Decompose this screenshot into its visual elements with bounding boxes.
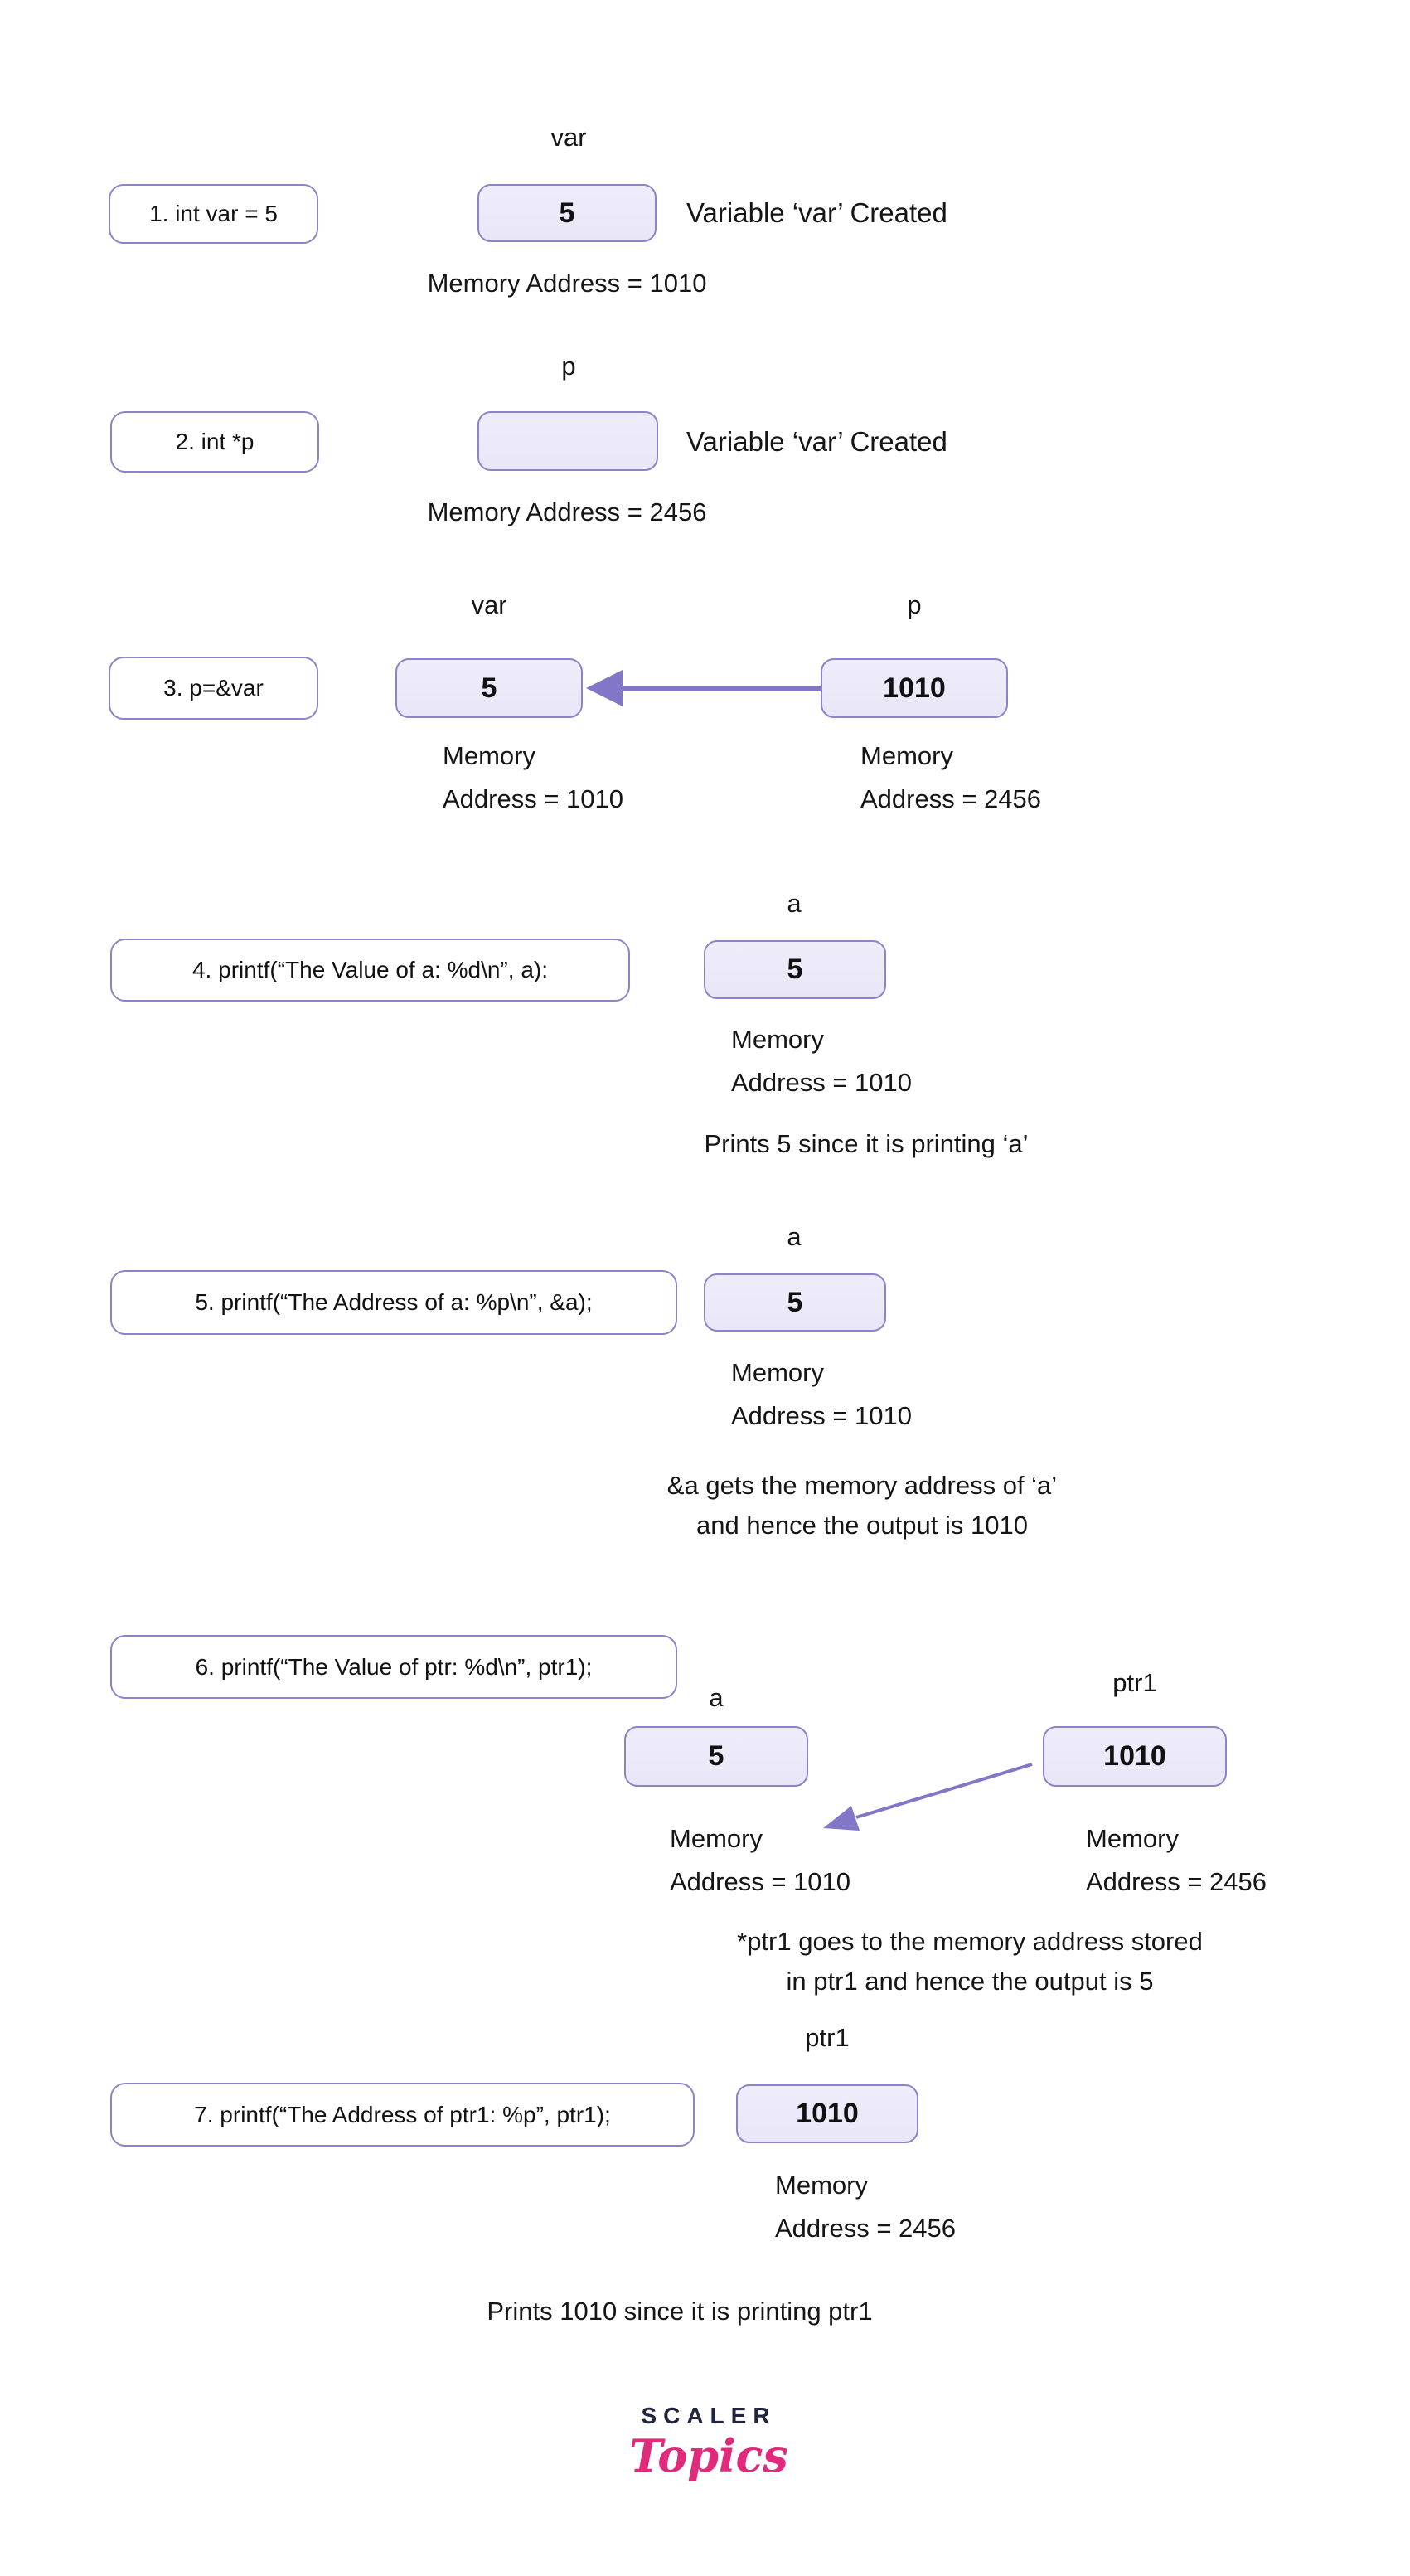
note-line2: in ptr1 and hence the output is 5 (786, 1967, 1154, 1996)
variable-label-p: p (561, 352, 576, 381)
explanation-note: Prints 1010 since it is printing ptr1 (487, 2297, 873, 2326)
memory-line2: Address = 1010 (731, 1068, 913, 1097)
code-box-step7: 7. printf(“The Address of ptr1: %p”, ptr… (110, 2083, 695, 2147)
code-box-step2: 2. int *p (110, 411, 319, 473)
memory-cell-var: 5 (477, 184, 657, 242)
memory-address-block: Memory Address = 1010 (731, 1018, 912, 1104)
memory-address-text: Memory Address = 1010 (427, 269, 707, 298)
variable-label-a: a (787, 889, 802, 918)
code-box-step1: 1. int var = 5 (109, 184, 318, 244)
memory-line2: Address = 1010 (443, 784, 624, 813)
memory-address-block: Memory Address = 2456 (860, 735, 1041, 821)
memory-line2: Address = 2456 (1086, 1867, 1267, 1896)
memory-address-block: Memory Address = 2456 (1086, 1817, 1267, 1904)
memory-cell-var: 5 (395, 658, 583, 718)
scaler-topics-logo: SCALER Topics (580, 2403, 837, 2482)
memory-cell-a: 5 (624, 1726, 808, 1787)
note-line1: *ptr1 goes to the memory address stored (737, 1927, 1203, 1956)
memory-address-block: Memory Address = 1010 (731, 1351, 912, 1438)
memory-line2: Address = 1010 (670, 1867, 851, 1896)
caption-var-created: Variable ‘var’ Created (686, 197, 947, 228)
code-box-step6: 6. printf(“The Value of ptr: %d\n”, ptr1… (110, 1635, 677, 1699)
logo-sub-text: Topics (629, 2429, 788, 2482)
memory-line1: Memory (443, 741, 535, 770)
arrow-left-icon (586, 670, 623, 706)
memory-cell-ptr1: 1010 (736, 2084, 918, 2143)
note-line2: and hence the output is 1010 (696, 1511, 1028, 1540)
variable-label-p: p (907, 590, 922, 619)
memory-line1: Memory (670, 1824, 763, 1853)
memory-address-block: Memory Address = 1010 (443, 735, 623, 821)
caption-var-created: Variable ‘var’ Created (686, 426, 947, 457)
explanation-note: Prints 5 since it is printing ‘a’ (704, 1129, 1029, 1158)
memory-line1: Memory (775, 2171, 868, 2200)
variable-label-ptr1: ptr1 (1112, 1668, 1157, 1697)
memory-address-text: Memory Address = 2456 (427, 497, 707, 526)
explanation-note: &a gets the memory address of ‘a’ and he… (593, 1466, 1131, 1545)
arrow-shaft (621, 686, 821, 691)
code-box-step3: 3. p=&var (109, 657, 318, 720)
variable-label-ptr1: ptr1 (805, 2023, 850, 2052)
note-line1: &a gets the memory address of ‘a’ (666, 1471, 1058, 1500)
memory-address-block: Memory Address = 2456 (775, 2164, 956, 2250)
memory-line1: Memory (860, 741, 953, 770)
logo-brand-text: SCALER (641, 2403, 777, 2428)
memory-cell-ptr1: 1010 (1043, 1726, 1227, 1787)
explanation-note: *ptr1 goes to the memory address stored … (700, 1922, 1239, 2001)
variable-label-var: var (550, 123, 587, 152)
memory-line1: Memory (1086, 1824, 1179, 1853)
memory-line2: Address = 1010 (731, 1401, 913, 1430)
code-box-step4: 4. printf(“The Value of a: %d\n”, a): (110, 939, 630, 1002)
variable-label-a: a (787, 1222, 802, 1251)
memory-address-block: Memory Address = 1010 (670, 1817, 850, 1904)
memory-line1: Memory (731, 1025, 824, 1054)
memory-line2: Address = 2456 (775, 2214, 957, 2243)
memory-cell-p: 1010 (821, 658, 1008, 718)
memory-line2: Address = 2456 (860, 784, 1042, 813)
code-box-step5: 5. printf(“The Address of a: %p\n”, &a); (110, 1270, 677, 1335)
variable-label-var: var (471, 590, 507, 619)
memory-cell-a: 5 (704, 940, 886, 999)
memory-cell-a: 5 (704, 1273, 886, 1332)
variable-label-a: a (709, 1683, 724, 1712)
memory-cell-p-empty (477, 411, 658, 471)
memory-line1: Memory (731, 1358, 824, 1387)
